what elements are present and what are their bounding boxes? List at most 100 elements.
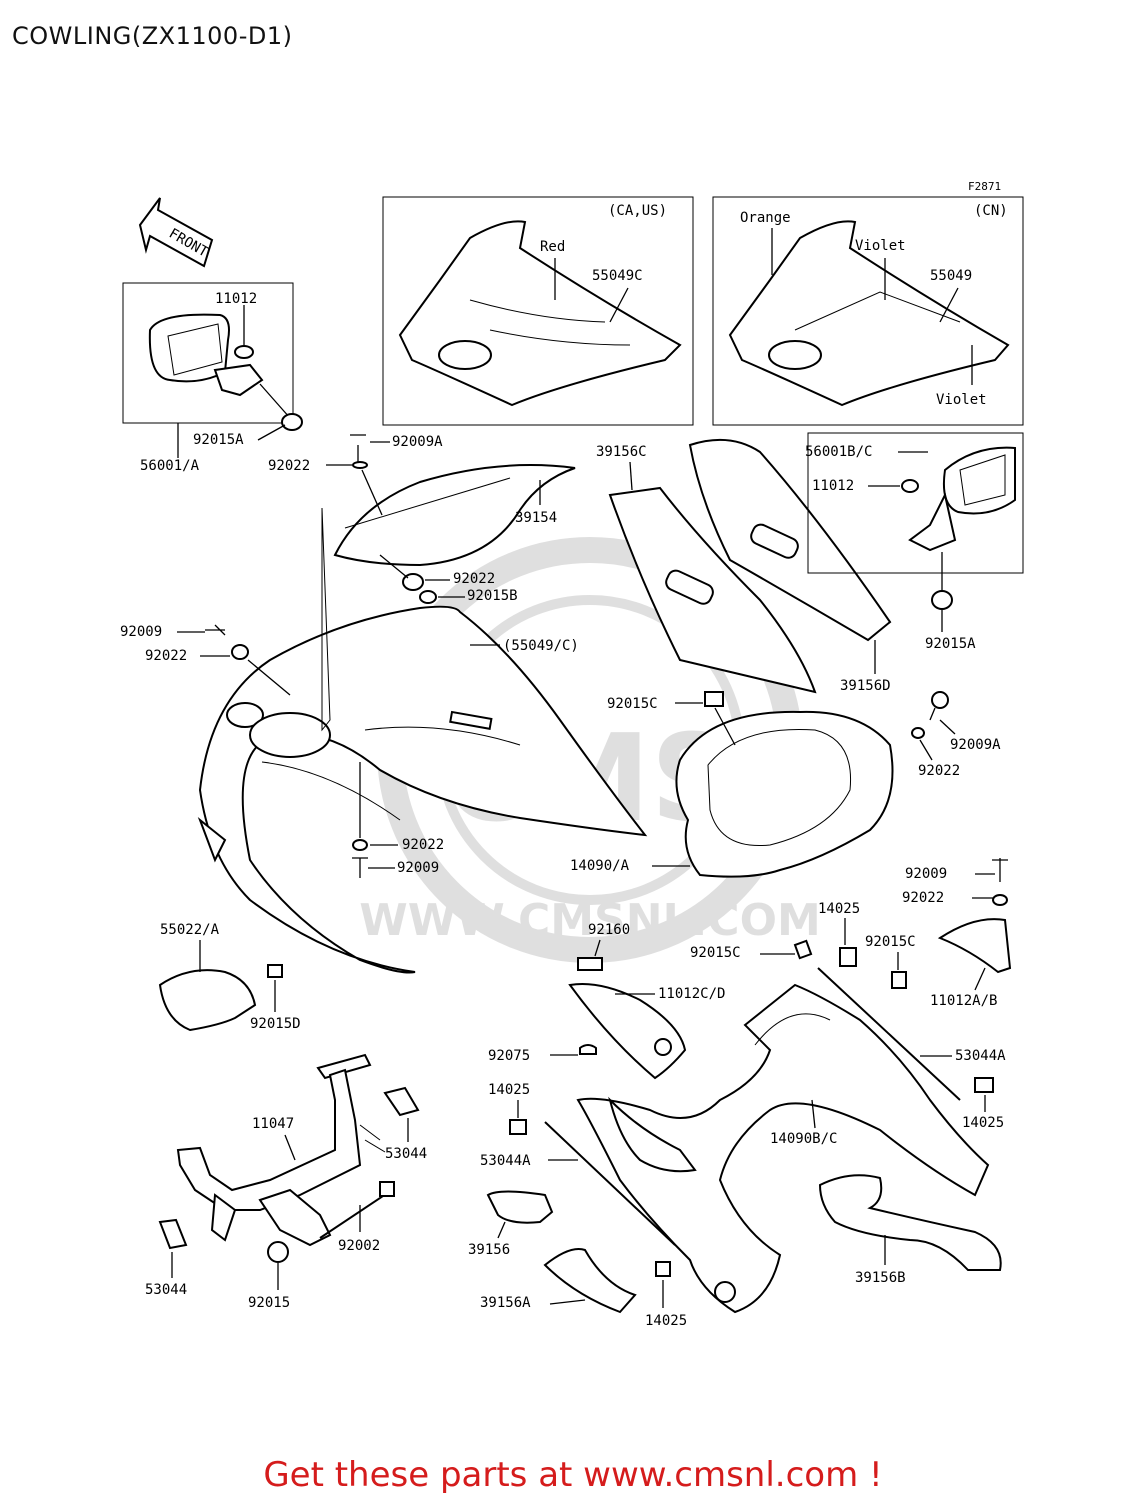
inner-cover-11012cd-icon bbox=[568, 983, 687, 1080]
trim-strip-53044a-icon-2 bbox=[544, 1121, 676, 1246]
pad-39156-icon bbox=[486, 1190, 554, 1224]
label-92009-3: 92009 bbox=[905, 866, 947, 882]
footer-cta[interactable]: Get these parts at www.cmsnl.com ! bbox=[263, 1455, 883, 1495]
upper-cowl-cn-icon bbox=[728, 220, 1010, 407]
nut-icon bbox=[281, 413, 303, 431]
pad-14025-icon-3 bbox=[509, 1119, 527, 1135]
clip-icon-a bbox=[793, 939, 813, 960]
label-92022-3: 92022 bbox=[145, 648, 187, 664]
nut-92015-icon bbox=[267, 1241, 289, 1263]
clip-92015c-icon bbox=[704, 691, 724, 707]
label-92009-1: 92009 bbox=[120, 624, 162, 640]
label-53044-2: 53044 bbox=[145, 1282, 187, 1298]
cowl-bracket-icon bbox=[176, 1053, 386, 1247]
label-11012ab: 11012A/B bbox=[930, 993, 997, 1009]
pad-39156a-icon bbox=[543, 1248, 637, 1314]
label-92009a-2: 92009A bbox=[950, 737, 1001, 753]
label-92009-2: 92009 bbox=[397, 860, 439, 876]
label-14025-3: 14025 bbox=[488, 1082, 530, 1098]
clip-53044-icon-1 bbox=[383, 1086, 420, 1117]
variant-region-cn: (CN) bbox=[974, 203, 1008, 219]
rivet-92075-icon bbox=[579, 1044, 597, 1055]
label-56001bc: 56001B/C bbox=[805, 444, 872, 460]
nut-icon-3 bbox=[931, 590, 953, 610]
cover-55022a-icon bbox=[158, 969, 257, 1032]
upper-cowl-ca-us-icon bbox=[398, 220, 682, 407]
pad-14025-icon-4 bbox=[655, 1261, 671, 1277]
front-arrow-icon: FRONT bbox=[138, 197, 214, 268]
bolt-92002-icon bbox=[319, 1189, 393, 1239]
right-mirror-icon bbox=[901, 446, 1016, 552]
variant-part-55049c: 55049C bbox=[592, 268, 643, 284]
label-92015c-3: 92015C bbox=[865, 934, 916, 950]
label-14025-2: 14025 bbox=[962, 1115, 1004, 1131]
screw-icon bbox=[350, 434, 366, 465]
label-92022-5: 92022 bbox=[402, 837, 444, 853]
label-92015a-1: 92015A bbox=[193, 432, 244, 448]
pad-14025-icon-2 bbox=[974, 1077, 994, 1093]
label-14025-1: 14025 bbox=[818, 901, 860, 917]
label-14090bc: 14090B/C bbox=[770, 1131, 837, 1147]
variant-part-55049: 55049 bbox=[930, 268, 972, 284]
inner-pad-39156c-icon bbox=[608, 486, 817, 694]
label-55049c-ref: (55049/C) bbox=[503, 638, 579, 654]
label-92015c-1: 92015C bbox=[607, 696, 658, 712]
inner-cover-14090a-icon bbox=[675, 710, 894, 878]
pad-39156b-icon bbox=[818, 1174, 1002, 1271]
label-92022-6: 92022 bbox=[902, 890, 944, 906]
left-mirror-icon bbox=[148, 313, 264, 397]
label-53044a-2: 53044A bbox=[480, 1153, 531, 1169]
label-55022a: 55022/A bbox=[160, 922, 220, 938]
label-39156: 39156 bbox=[468, 1242, 510, 1258]
inner-pad-39156d-icon bbox=[688, 438, 892, 642]
nut-icon-2 bbox=[419, 590, 437, 604]
screw-icon-4 bbox=[352, 857, 368, 878]
label-39156a: 39156A bbox=[480, 1295, 531, 1311]
washer-icon bbox=[352, 461, 368, 469]
washer-icon-5 bbox=[992, 894, 1008, 906]
left-mirror-box bbox=[122, 282, 294, 424]
label-92015d: 92015D bbox=[250, 1016, 301, 1032]
screw-icon-5 bbox=[992, 858, 1008, 882]
washer-icon-3 bbox=[911, 727, 925, 739]
page-title: COWLING(ZX1100-D1) bbox=[12, 22, 293, 50]
label-92015a-2: 92015A bbox=[925, 636, 976, 652]
label-92002: 92002 bbox=[338, 1238, 380, 1254]
screw-icon-3 bbox=[931, 691, 949, 709]
clip-icon-b bbox=[891, 971, 907, 989]
label-92022-1: 92022 bbox=[268, 458, 310, 474]
label-92022-4: 92022 bbox=[918, 763, 960, 779]
label-11012cd: 11012C/D bbox=[658, 986, 725, 1002]
variant-color-violet-2: Violet bbox=[936, 392, 987, 408]
lower-cowl-icon bbox=[576, 983, 990, 1314]
label-39156c: 39156C bbox=[596, 444, 647, 460]
label-11012-a: 11012 bbox=[215, 291, 257, 307]
variant-region-ca-us: (CA,US) bbox=[608, 203, 667, 219]
inner-cover-11012ab-icon bbox=[937, 918, 1012, 974]
pad-92160-icon bbox=[577, 957, 603, 971]
label-14025-4: 14025 bbox=[645, 1313, 687, 1329]
washer-icon-2 bbox=[231, 644, 249, 660]
label-92015c-2: 92015C bbox=[690, 945, 741, 961]
label-11047: 11047 bbox=[252, 1116, 294, 1132]
screw-icon-2 bbox=[205, 624, 226, 636]
washer-icon-4 bbox=[352, 839, 368, 851]
label-92075: 92075 bbox=[488, 1048, 530, 1064]
label-53044a-1: 53044A bbox=[955, 1048, 1006, 1064]
label-39156d: 39156D bbox=[840, 678, 891, 694]
trim-strip-53044a-icon bbox=[817, 967, 961, 1101]
variant-color-violet-1: Violet bbox=[855, 238, 906, 254]
label-11012-b: 11012 bbox=[812, 478, 854, 494]
right-mirror-box bbox=[807, 432, 1024, 574]
variant-box-ca-us bbox=[382, 196, 694, 426]
label-39156b: 39156B bbox=[855, 1270, 906, 1286]
label-92015: 92015 bbox=[248, 1295, 290, 1311]
label-53044-1: 53044 bbox=[385, 1146, 427, 1162]
label-14090a: 14090/A bbox=[570, 858, 630, 874]
label-92009a-1: 92009A bbox=[392, 434, 443, 450]
variant-color-orange: Orange bbox=[740, 210, 791, 226]
label-92022-2: 92022 bbox=[453, 571, 495, 587]
upper-cowl-icon bbox=[197, 605, 648, 974]
figure-code: F2871 bbox=[968, 180, 1001, 193]
